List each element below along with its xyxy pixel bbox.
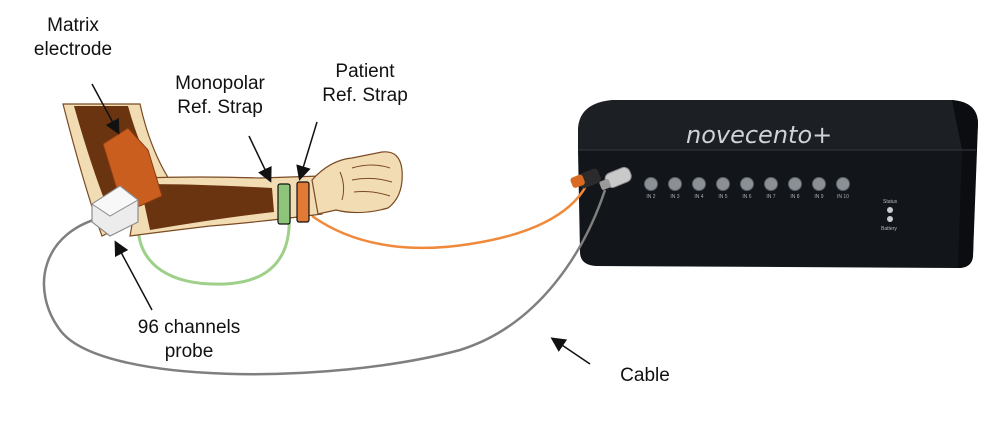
patient-ref-strap-label: Patient Ref. Strap [300, 60, 430, 108]
matrix-electrode-pointer [91, 83, 120, 135]
battery-label: Battery [881, 226, 897, 232]
status-label: Status [883, 199, 898, 205]
gray-connector [599, 166, 632, 190]
sleeve-forearm [140, 184, 274, 230]
device-side-face [952, 100, 978, 268]
probe-pointer [114, 240, 153, 311]
probe-top [91, 185, 139, 217]
probe-label-line1: 96 channels [137, 317, 241, 338]
status-led [887, 207, 893, 213]
cable-pointer [550, 337, 591, 365]
input-socket [812, 177, 826, 191]
thumb-line [339, 171, 345, 201]
matrix-electrode-label: Matrix electrode [18, 14, 128, 62]
input-socket [764, 177, 778, 191]
monopolar-ref-cable [136, 212, 291, 286]
device-brand-text: novecento+ [686, 121, 832, 149]
patient-label-line1: Patient [335, 61, 395, 82]
input-socket [788, 177, 802, 191]
patient-strap-pointer [296, 121, 318, 181]
input-socket [836, 177, 850, 191]
cable-label: Cable [620, 365, 670, 386]
matrix-electrode-label-line1: Matrix [47, 15, 99, 36]
input-socket-label: IN 8 [790, 194, 799, 200]
battery-led [887, 216, 893, 222]
monopolar-strap-pointer [248, 135, 272, 183]
device-input-sockets: IN 2 IN 3 IN 4 IN 5 IN 6 IN 7 IN 8 IN 9 IN 10 [644, 177, 850, 200]
monopolar-ref-strap-label: Monopolar Ref. Strap [160, 72, 280, 120]
input-socket [740, 177, 754, 191]
orange-connector [570, 168, 601, 189]
probe-label-line2: probe [164, 341, 214, 362]
finger-lines [351, 164, 393, 197]
input-socket-label: IN 6 [742, 194, 751, 200]
device-front-face [578, 150, 976, 268]
fist [311, 151, 403, 215]
main-cable [42, 189, 607, 376]
device-top-face [578, 100, 978, 150]
input-socket-label: IN 10 [837, 194, 849, 200]
input-socket [692, 177, 706, 191]
probe-label: 96 channels probe [124, 316, 254, 364]
monopolar-label-line1: Monopolar [175, 73, 265, 94]
monopolar-ref-strap [277, 183, 291, 225]
input-socket-label: IN 5 [718, 194, 727, 200]
input-socket-label: IN 4 [694, 194, 703, 200]
input-socket-label: IN 3 [670, 194, 679, 200]
input-socket [668, 177, 682, 191]
input-socket-label: IN 2 [646, 194, 655, 200]
matrix-electrode-label-line2: electrode [33, 39, 113, 60]
patient-ref-cable [311, 185, 588, 250]
input-socket-label: IN 9 [814, 194, 823, 200]
input-socket [716, 177, 730, 191]
input-socket-label: IN 7 [766, 194, 775, 200]
patient-label-line2: Ref. Strap [322, 85, 408, 106]
monopolar-label-line2: Ref. Strap [177, 97, 263, 118]
patient-ref-strap [296, 181, 310, 223]
input-socket [644, 177, 658, 191]
arm [62, 103, 403, 237]
